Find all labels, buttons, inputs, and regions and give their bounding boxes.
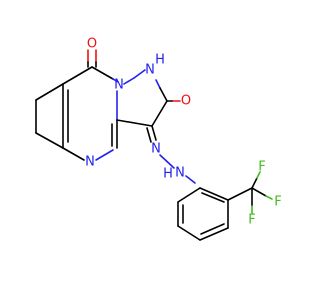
hydrazone-chain xyxy=(146,125,196,184)
atom-nitrogen-nh-ring: N xyxy=(145,63,155,78)
atom-fluorine-1: F xyxy=(258,160,265,175)
atom-fluorine-2: F xyxy=(274,195,281,210)
atom-fluorine-3: F xyxy=(248,213,255,228)
atom-nitrogen-hydrazone-2: N xyxy=(175,166,185,181)
cyclohexane-ring xyxy=(35,83,64,149)
atom-oxygen-top: O xyxy=(87,37,97,52)
phenyl-ring xyxy=(177,187,229,241)
atom-hydrogen-hydrazone: H xyxy=(163,167,173,182)
pyrazolone-ring xyxy=(116,69,181,127)
carbonyl-top xyxy=(87,49,97,68)
atom-nitrogen-ring-bottom: N xyxy=(85,155,95,170)
atom-nitrogen-hydrazone-1: N xyxy=(151,142,161,157)
molecule-diagram: O O N H N N N N H F F F xyxy=(35,36,282,241)
trifluoromethyl-group xyxy=(227,171,273,215)
structure-drawing: O O N H N N N N H F F F xyxy=(35,37,282,241)
atom-oxygen-right: O xyxy=(181,94,191,109)
atom-nitrogen-bridge: N xyxy=(114,78,124,93)
pyrimidinone-ring xyxy=(62,66,119,161)
atom-hydrogen-ring: H xyxy=(155,53,165,68)
